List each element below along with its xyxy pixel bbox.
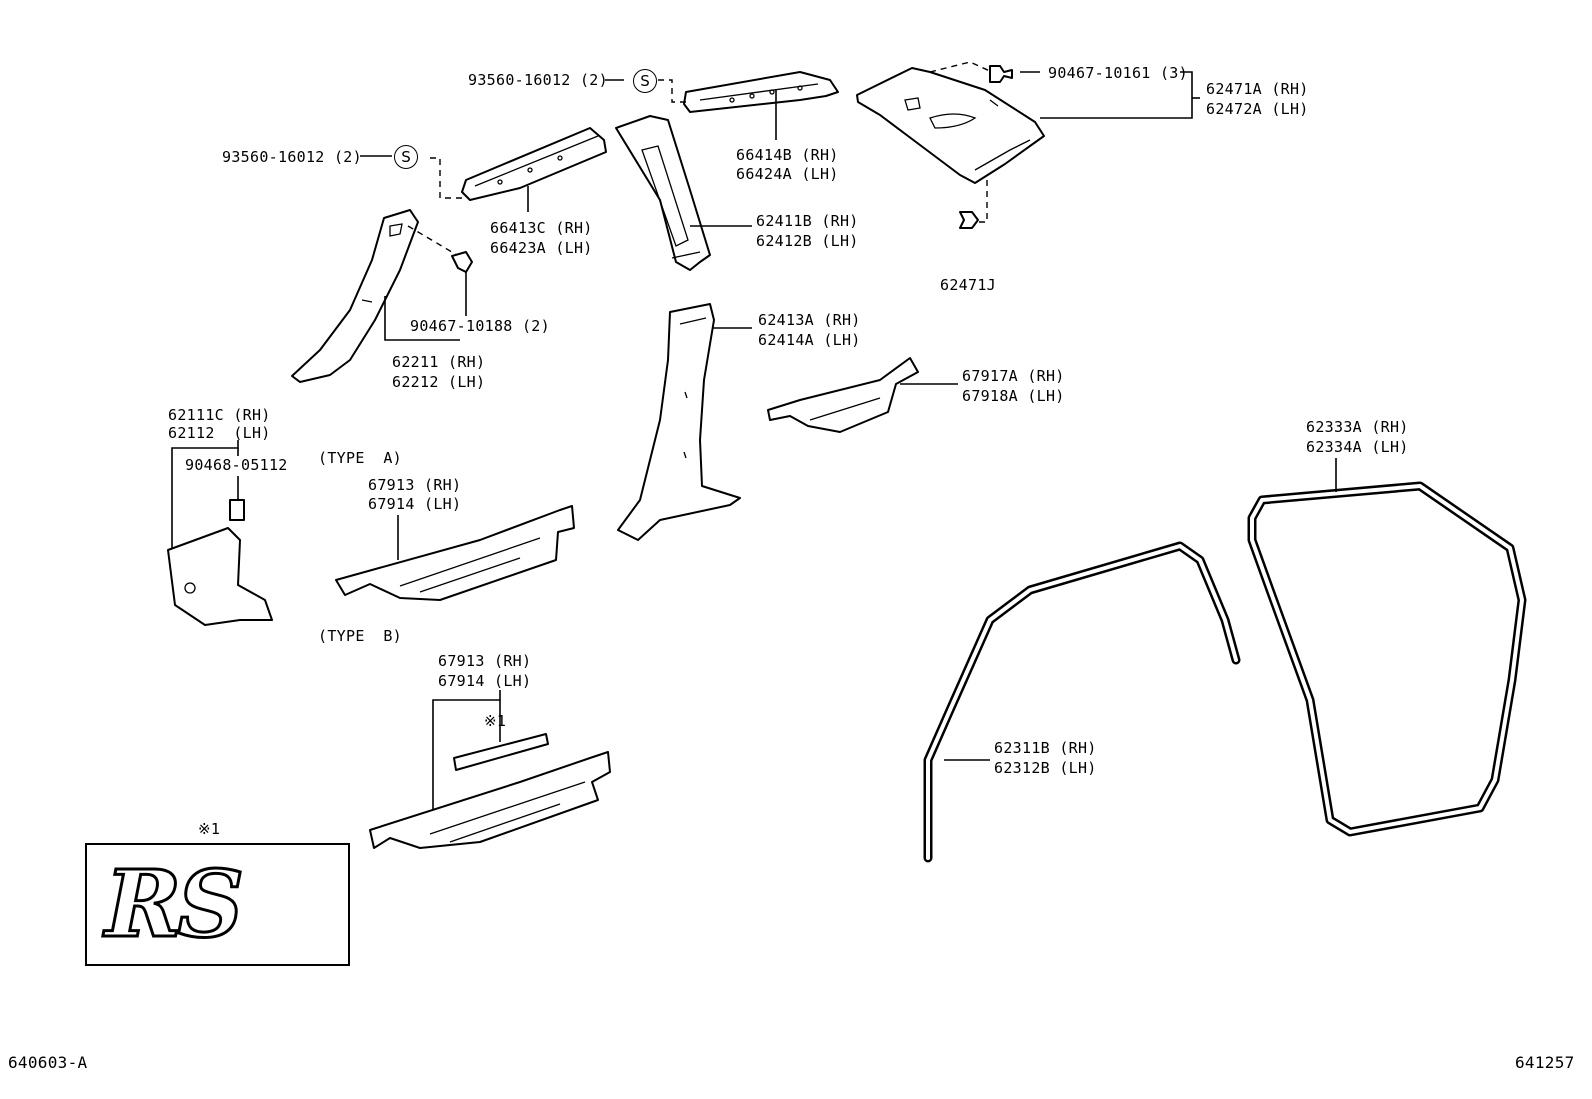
b-pillar-garnish — [617, 303, 741, 541]
label-apillar-rh: 62211 (RH) — [392, 353, 486, 371]
c-pillar-garnish — [615, 115, 711, 271]
label-kick-lh: 62112 (LH) — [168, 424, 271, 442]
a-pillar-clip-icon — [451, 251, 473, 273]
footer-left-code: 640603-A — [8, 1053, 88, 1072]
label-kick-rh: 62111C (RH) — [168, 406, 271, 424]
front-kick-panel — [167, 527, 273, 626]
roof-clip-dashed-line — [929, 61, 993, 73]
clip-j-icon — [959, 211, 979, 229]
label-rail-upper-rh: 66414B (RH) — [736, 146, 839, 164]
label-clip-kick: 90468-05112 — [185, 456, 288, 474]
label-bpillar-rh: 62413A (RH) — [758, 311, 861, 329]
label-screw-left: 93560-16012 (2) — [222, 148, 362, 166]
emblem-strip — [453, 733, 549, 771]
roof-side-trim-panel — [856, 67, 1045, 184]
label-type-a: (TYPE A) — [318, 449, 402, 467]
label-scuff-a-lh: 67914 (LH) — [368, 495, 462, 513]
label-rail-upper-lh: 66424A (LH) — [736, 165, 839, 183]
label-ws-rear-rh: 62333A (RH) — [1306, 418, 1409, 436]
label-clip-apillar: 90467-10188 (2) — [410, 317, 550, 335]
rs-emblem-box: RS — [85, 843, 350, 966]
label-scuff-b-lh: 67914 (LH) — [438, 672, 532, 690]
label-clip-roof: 90467-10161 (3) — [1048, 64, 1188, 82]
label-screw-upper: 93560-16012 (2) — [468, 71, 608, 89]
label-type-b: (TYPE B) — [318, 627, 402, 645]
label-scuff-rear-lh: 67918A (LH) — [962, 387, 1065, 405]
left-rail-screw-dashed-line — [430, 157, 466, 199]
upper-rail-screw-dashed-line — [658, 79, 686, 103]
rear-door-weatherstrip — [1247, 481, 1527, 837]
label-rail-left-rh: 66413C (RH) — [490, 219, 593, 237]
label-rail-left-lh: 66423A (LH) — [490, 239, 593, 257]
roof-clip-j-dashed-line — [975, 180, 988, 223]
left-roof-rail — [461, 127, 607, 201]
screw-s-symbol-upper: S — [633, 69, 657, 93]
label-bpillar-lh: 62414A (LH) — [758, 331, 861, 349]
upper-roof-rail — [683, 71, 839, 113]
a-pillar-garnish — [291, 209, 419, 383]
kick-clip-icon — [229, 499, 245, 521]
label-ws-rear-lh: 62334A (LH) — [1306, 438, 1409, 456]
rear-scuff-plate — [767, 357, 919, 433]
footer-right-code: 641257 — [1515, 1053, 1575, 1072]
label-clip-j: 62471J — [940, 276, 996, 294]
label-roof-lh: 62472A (LH) — [1206, 100, 1309, 118]
label-ws-front-rh: 62311B (RH) — [994, 739, 1097, 757]
type-b-scuff-plate — [369, 751, 611, 849]
label-apillar-lh: 62212 (LH) — [392, 373, 486, 391]
label-ws-front-lh: 62312B (LH) — [994, 759, 1097, 777]
a-pillar-clip-dashed-line — [407, 225, 463, 259]
label-note-mark-box: ※1 — [198, 820, 221, 838]
label-scuff-a-rh: 67913 (RH) — [368, 476, 462, 494]
type-a-scuff-plate — [335, 505, 575, 601]
front-door-weatherstrip — [923, 541, 1241, 863]
label-cpillar-rh: 62411B (RH) — [756, 212, 859, 230]
label-scuff-b-rh: 67913 (RH) — [438, 652, 532, 670]
label-cpillar-lh: 62412B (LH) — [756, 232, 859, 250]
rs-emblem-text: RS — [104, 849, 246, 960]
label-scuff-rear-rh: 67917A (RH) — [962, 367, 1065, 385]
label-roof-rh: 62471A (RH) — [1206, 80, 1309, 98]
label-note-mark: ※1 — [484, 712, 507, 730]
roof-clip-icon — [989, 65, 1013, 83]
screw-s-symbol-left: S — [394, 145, 418, 169]
